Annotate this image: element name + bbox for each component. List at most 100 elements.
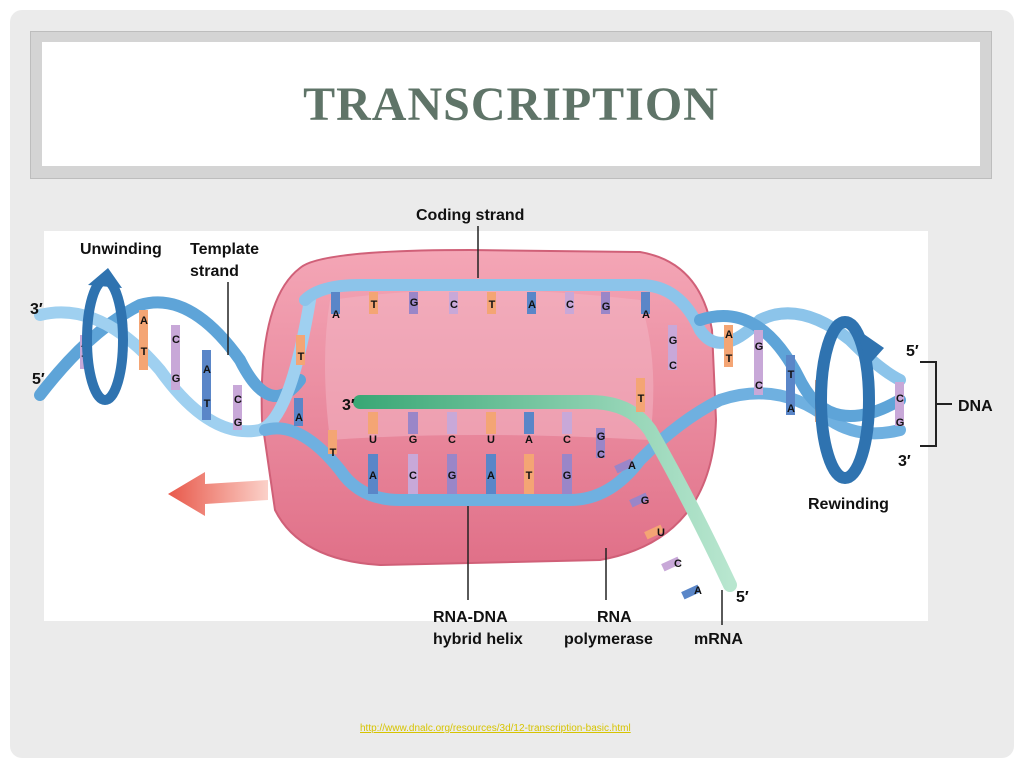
mrna-base-bar <box>644 524 664 540</box>
extra-base-bar <box>636 378 645 412</box>
extra-base: T <box>638 393 645 405</box>
coding-base-bar <box>409 292 418 314</box>
rna-base-bar <box>368 412 378 434</box>
rna-base: C <box>563 434 571 446</box>
left-bottom-end-label: 5′ <box>32 371 45 388</box>
right-pair-bar <box>895 382 904 426</box>
rna-bases: U G C U A C <box>368 412 572 446</box>
right-pair-top: A <box>725 329 733 341</box>
extra-base-bar <box>328 430 337 454</box>
mrna-base-bar <box>681 584 701 600</box>
unwinding-label: Unwinding <box>80 241 162 258</box>
extra-base-bar <box>294 398 303 426</box>
template-base-bar <box>408 454 418 494</box>
coding-base-bar <box>487 292 496 314</box>
coding-base-bar <box>331 292 340 314</box>
extra-base: T <box>330 447 337 459</box>
template-bases: A C G A T G <box>368 454 572 494</box>
extra-base: G <box>669 335 678 347</box>
rna-base-bar <box>486 412 496 434</box>
left-pair-bottom: T <box>141 346 148 358</box>
rewinding-label: Rewinding <box>808 496 889 513</box>
left-pair-top: C <box>172 334 180 346</box>
template-strand-label-2: strand <box>190 263 239 280</box>
coding-base: T <box>489 299 496 311</box>
mrna-base: G <box>641 495 650 507</box>
mrna-label: mRNA <box>694 631 743 648</box>
right-pair-top: C <box>896 393 904 405</box>
template-base-bar <box>447 454 457 494</box>
rna-base: U <box>487 434 495 446</box>
right-pair-bottom: T <box>726 353 733 365</box>
extra-base: T <box>298 351 305 363</box>
template-base: C <box>409 470 417 482</box>
coding-base-bar <box>565 292 574 314</box>
slide-title: TRANSCRIPTION <box>303 77 719 131</box>
coding-base-bar <box>369 292 378 314</box>
left-pair-bar <box>171 325 180 390</box>
coding-base: T <box>371 299 378 311</box>
rna-strand <box>353 395 737 592</box>
rna-base: C <box>448 434 456 446</box>
template-base-bar <box>524 454 534 494</box>
mrna-base-bar <box>661 556 681 572</box>
right-pair-bar <box>786 355 795 415</box>
mrna-base: U <box>657 527 665 539</box>
template-base: G <box>448 470 457 482</box>
rna-base: U <box>369 434 377 446</box>
rna-base-bar <box>524 412 534 434</box>
right-pair-bottom: G <box>896 417 905 429</box>
template-base-bar <box>368 454 378 494</box>
right-pair-bottom: C <box>755 380 763 392</box>
right-bottom-end-label: 3′ <box>898 453 911 470</box>
extra-base: A <box>295 412 303 424</box>
left-pair-top: A <box>203 364 211 376</box>
title-box: TRANSCRIPTION <box>42 42 980 166</box>
coding-base-bar <box>527 292 536 314</box>
mrna-base-bar <box>614 458 634 474</box>
bubble-extra-bases: T A T G C G C T <box>294 325 677 461</box>
dna-label: DNA <box>958 398 993 415</box>
left-pair-top: A <box>140 315 148 327</box>
coding-base: A <box>642 309 650 321</box>
rna-base: G <box>409 434 418 446</box>
mrna-base: C <box>674 558 682 570</box>
rewinding-arrow-icon <box>815 316 884 484</box>
rna-dna-label-2: hybrid helix <box>433 631 523 648</box>
template-base-bar <box>486 454 496 494</box>
coding-strand-bases: A T G C T A C G A <box>331 292 650 321</box>
coding-base: G <box>602 301 611 313</box>
mrna-base: A <box>694 585 702 597</box>
left-pair-bar <box>202 350 211 420</box>
mrna-base: A <box>628 460 636 472</box>
direction-arrow-icon <box>168 472 268 516</box>
mrna-exit-bases: A G U C A <box>614 458 702 600</box>
rna-base-bar <box>408 412 418 434</box>
mrna-base-bar <box>629 492 649 508</box>
template-strand-label-1: Template <box>190 241 259 258</box>
right-helix-strand <box>694 310 906 422</box>
left-pair-bar <box>233 385 242 430</box>
mrna-5-end-label: 5′ <box>736 589 749 606</box>
extra-base-bar <box>296 335 305 365</box>
coding-base-bar <box>449 292 458 314</box>
left-pair-top: C <box>234 394 242 406</box>
extra-base: G <box>597 431 606 443</box>
right-pair-bar <box>754 330 763 395</box>
source-link[interactable]: http://www.dnalc.org/resources/3d/12-tra… <box>360 723 631 734</box>
rna-base: A <box>525 434 533 446</box>
coding-base: C <box>450 299 458 311</box>
right-pair-bar <box>724 325 733 367</box>
rna-base-bar <box>447 412 457 434</box>
left-pair-bar <box>139 310 148 370</box>
template-base: A <box>487 470 495 482</box>
left-pair-bottom: G <box>234 417 243 429</box>
rna-base-bar <box>562 412 572 434</box>
template-base: T <box>526 470 533 482</box>
rna-dna-label-1: RNA-DNA <box>433 609 508 626</box>
coding-base: C <box>566 299 574 311</box>
rna-polymerase-label-2: polymerase <box>564 631 653 648</box>
coding-base-bar <box>641 292 650 314</box>
rna-3-end-label: 3′ <box>342 397 355 414</box>
dna-bracket <box>920 361 952 447</box>
